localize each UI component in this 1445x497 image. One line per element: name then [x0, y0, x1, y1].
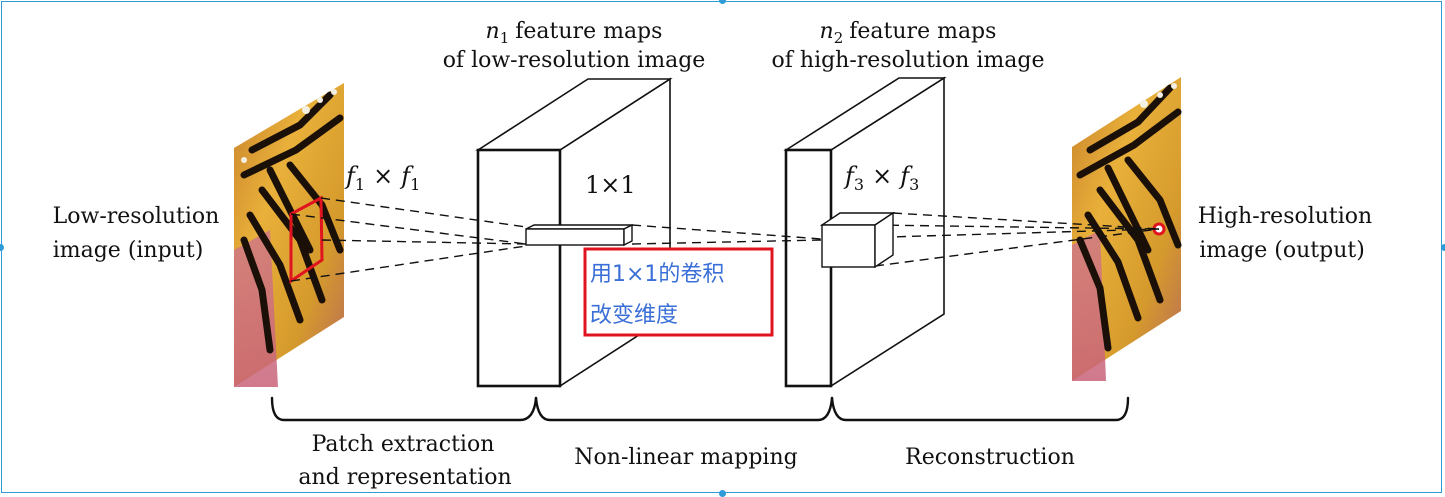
resize-handle-top[interactable]	[719, 0, 726, 4]
stage-1-label-line2: and representation	[298, 465, 511, 490]
stage-1-label-line1: Patch extraction	[312, 432, 495, 457]
input-image	[234, 83, 344, 387]
block1-heading-line2: of low-resolution image	[443, 48, 706, 73]
filter1-label: f1×f1	[344, 162, 420, 194]
output-image	[1072, 77, 1182, 381]
input-patch-marker	[289, 195, 324, 284]
annotation-line1: 用1×1的卷积	[590, 262, 724, 287]
input-label-line1: Low-resolution	[53, 204, 220, 229]
annotation-line2: 改变维度	[590, 303, 678, 328]
conv-slab-1x1	[525, 223, 633, 247]
input-label-line2: image (input)	[53, 238, 204, 263]
resize-handle-left[interactable]	[0, 244, 4, 251]
resize-handle-right[interactable]	[1441, 244, 1445, 251]
stage-braces	[270, 396, 1130, 422]
block2-heading-line2: of high-resolution image	[772, 48, 1045, 73]
output-label-line2: image (output)	[1199, 238, 1365, 263]
stage-3-label: Reconstruction	[905, 445, 1075, 470]
conv-cube-f3	[819, 211, 896, 269]
stage-2-label: Non-linear mapping	[574, 445, 797, 470]
feature-block-2	[783, 76, 947, 388]
projection-lines	[290, 197, 1160, 282]
output-label-line1: High-resolution	[1198, 204, 1372, 229]
annotation-box: 用1×1的卷积 改变维度	[583, 247, 774, 337]
filter2-label: 1×1	[585, 171, 636, 199]
resize-handle-bottom[interactable]	[719, 490, 726, 497]
